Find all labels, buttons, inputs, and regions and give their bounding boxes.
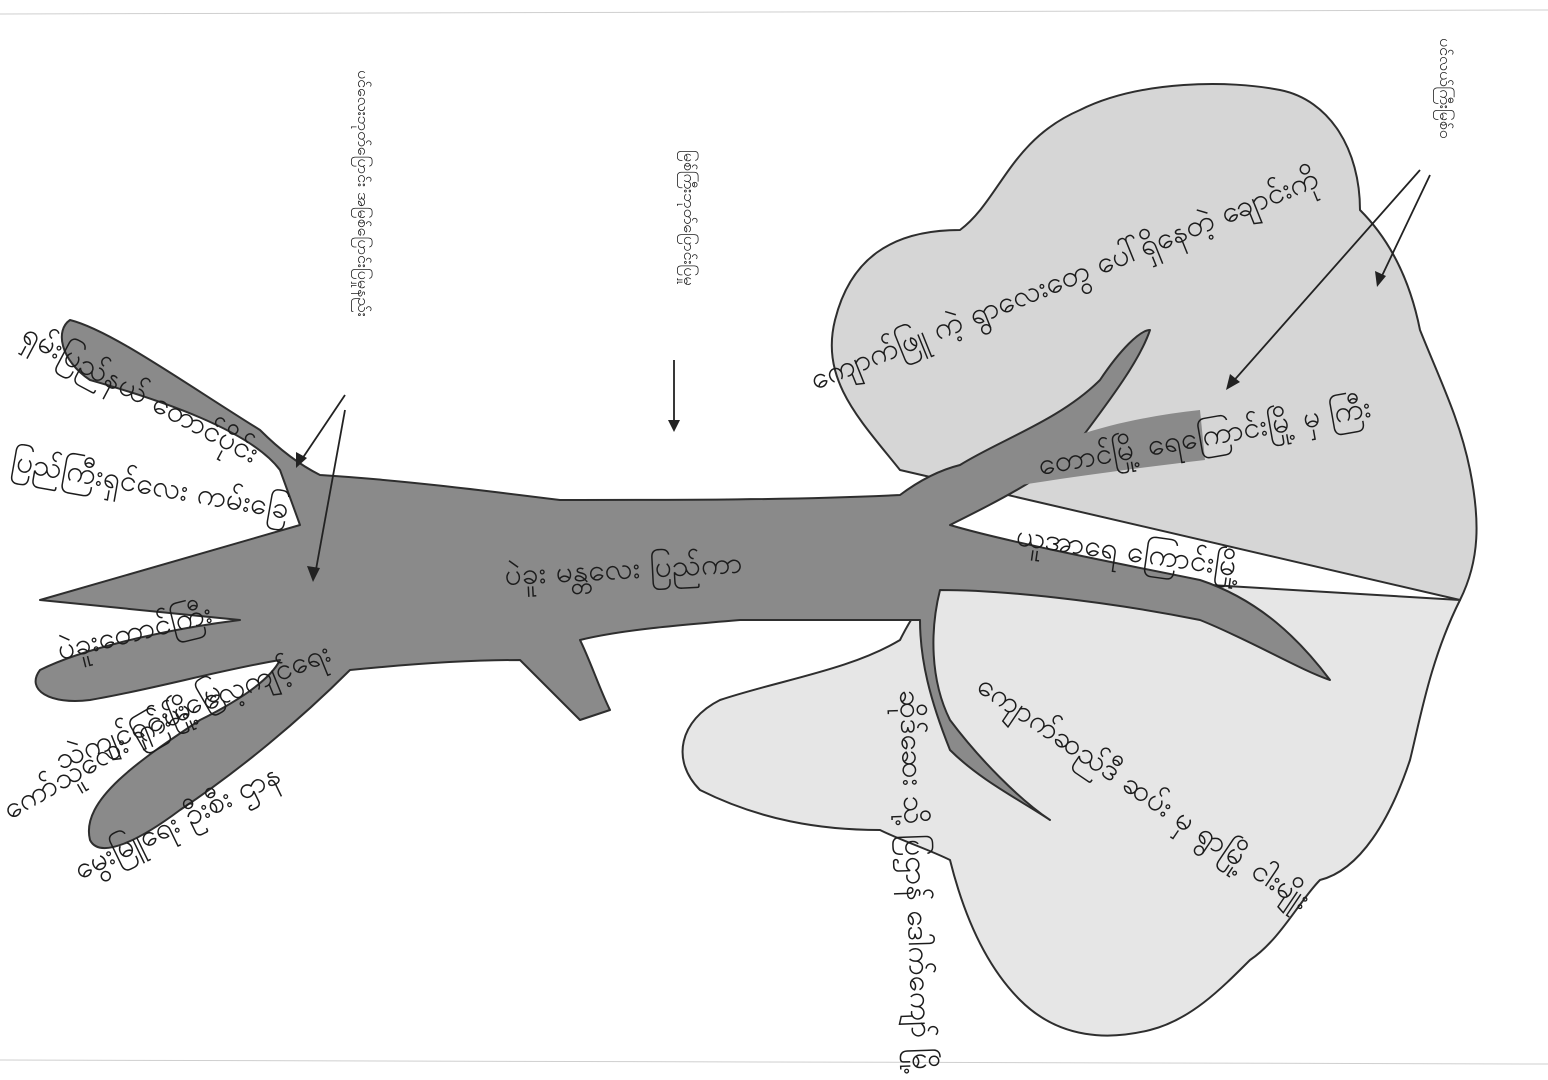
legend-left: ပင်လေးဘုတ်ပြောင်း အမြစ်ပြောင်းပြမှုနည်း — [351, 70, 373, 317]
arrow-left-1 — [296, 395, 345, 468]
legend-middle: မြစ်ကြီးဘုတ်ပြောင်းပြမှု — [677, 150, 699, 286]
legend-right: ပင်လယ်ကြီးမြစ်ဝ — [1433, 38, 1455, 139]
delta-lower-lobe — [683, 570, 1460, 1036]
scan-edge-top — [0, 10, 1548, 14]
arrow-middle — [668, 360, 680, 432]
scan-edge-bottom — [0, 1060, 1548, 1064]
